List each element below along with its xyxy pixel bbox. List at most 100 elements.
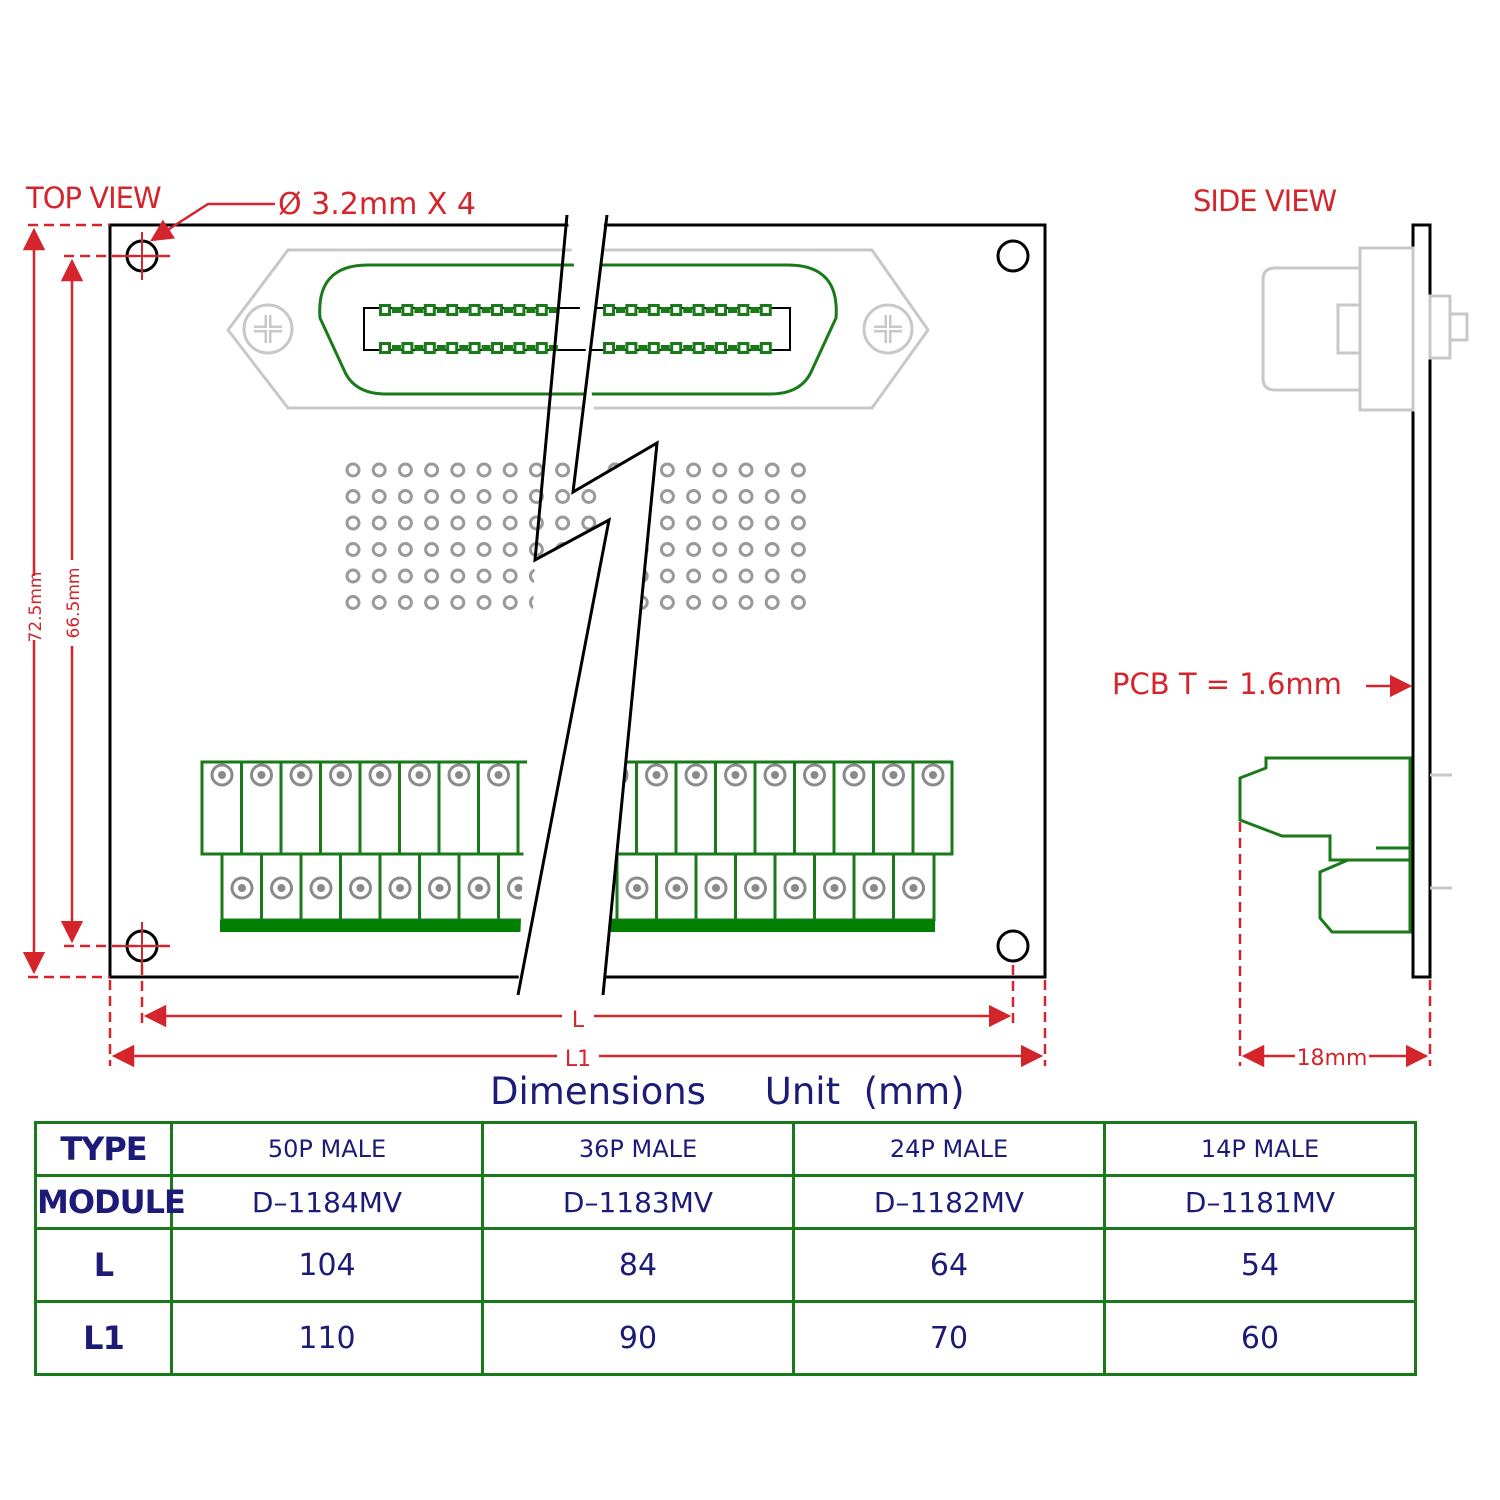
proto-hole [790, 595, 806, 610]
proto-hole [790, 462, 806, 478]
proto-hole [397, 595, 413, 610]
table-cell: 50P MALE [170, 1121, 484, 1177]
terminal-screw-center [415, 771, 424, 779]
mounting-hole-top-right [996, 239, 1030, 273]
label-dim-18: 18mm [1297, 1046, 1368, 1071]
connector-pin-link [750, 345, 760, 351]
proto-hole [397, 515, 413, 531]
proto-hole [502, 595, 518, 610]
table-cell: 36P MALE [481, 1121, 795, 1177]
proto-hole [397, 462, 413, 478]
label-dim-66-5: 66.5mm [64, 568, 84, 639]
connector-pin-center [516, 307, 523, 313]
connector-pin-link [481, 345, 491, 351]
proto-hole [790, 489, 806, 504]
connector-pin-center [426, 307, 433, 313]
terminal-screw-center [396, 884, 404, 892]
proto-hole [712, 462, 728, 478]
proto-hole [371, 595, 387, 610]
table-cell: D–1183MV [481, 1174, 795, 1230]
connector-pin-link [638, 307, 648, 313]
proto-hole [397, 489, 413, 504]
proto-hole [450, 542, 466, 557]
proto-hole [424, 462, 440, 478]
terminal-screw-center [850, 771, 858, 779]
side-pcb [1411, 223, 1432, 979]
table-cell: 110 [170, 1300, 484, 1376]
terminal-screw-center [336, 771, 345, 779]
connector-pin-link [414, 307, 424, 313]
proto-hole [502, 462, 518, 478]
proto-hole [659, 542, 675, 557]
table-cell: 14P MALE [1103, 1121, 1417, 1177]
table-cell: 64 [792, 1227, 1106, 1303]
terminal-screw-center [356, 884, 365, 892]
proto-hole [686, 489, 702, 504]
proto-hole [424, 489, 440, 504]
break-line-right [571, 214, 659, 996]
connector-pin-center [740, 345, 747, 351]
proto-hole [764, 568, 780, 584]
proto-hole [712, 489, 728, 504]
proto-hole [686, 462, 702, 478]
terminal-screw-center [317, 884, 325, 892]
connector-pins [379, 304, 772, 354]
proto-hole [555, 462, 571, 478]
proto-hole [764, 462, 780, 478]
terminal-screw-center [475, 884, 483, 892]
proto-hole [712, 542, 728, 557]
row-header-l: L [34, 1227, 173, 1303]
connector-pin-center [606, 307, 612, 313]
terminal-screw-center [810, 771, 819, 779]
proto-hole [712, 515, 728, 531]
break-line-left [516, 214, 612, 996]
connector-pin-link [638, 345, 648, 351]
terminal-screw-center [257, 771, 266, 779]
connector-pin-center [494, 345, 500, 351]
terminal-screw-center [494, 771, 503, 779]
table-cell: 70 [792, 1300, 1106, 1376]
connector-pin-center [516, 345, 523, 351]
connector-pin-link [526, 345, 536, 351]
proto-hole [686, 542, 702, 557]
table-title: Dimensions Unit (mm) [490, 1070, 965, 1113]
connector-pin-center [449, 345, 456, 351]
proto-hole [738, 595, 754, 610]
connector-pin-center [404, 307, 411, 313]
break-band [518, 215, 657, 995]
terminal-screw-center [830, 884, 839, 892]
proto-hole [424, 595, 440, 610]
connector-pin-center [471, 345, 478, 351]
terminal-screw-center [514, 884, 523, 892]
label-pcb-thickness: PCB T = 1.6mm [1112, 667, 1342, 701]
label-dim-l1: L1 [565, 1047, 591, 1072]
connector-pin-link [504, 307, 513, 313]
table-cell: D–1181MV [1103, 1174, 1417, 1230]
proto-hole [476, 489, 492, 504]
proto-hole [659, 595, 675, 610]
connector-pin-link [392, 345, 401, 351]
proto-hole [659, 489, 675, 504]
connector-pin-link [660, 345, 670, 351]
terminal-screw-center [751, 884, 760, 892]
terminal-screw-center [435, 884, 444, 892]
proto-hole [790, 515, 806, 531]
connector-pin-link [392, 307, 401, 313]
proto-hole [397, 542, 413, 557]
proto-hole [659, 568, 675, 584]
proto-hole [424, 568, 440, 584]
proto-hole [476, 595, 492, 610]
terminal-screw-center [731, 771, 740, 779]
proto-hole [686, 595, 702, 610]
screw-icon-left [242, 303, 294, 355]
connector-pin-link [660, 307, 670, 313]
table-row-module: MODULE D–1184MV D–1183MV D–1182MV D–1181… [34, 1174, 1417, 1230]
connector-pin-center [426, 345, 433, 351]
side-pins [1430, 773, 1452, 890]
terminal-screw-center [929, 771, 937, 779]
connector-pin-center [650, 345, 657, 351]
proto-hole [686, 515, 702, 531]
proto-hole [424, 515, 440, 531]
table-cell: 24P MALE [792, 1121, 1106, 1177]
row-header-l1: L1 [34, 1300, 173, 1376]
